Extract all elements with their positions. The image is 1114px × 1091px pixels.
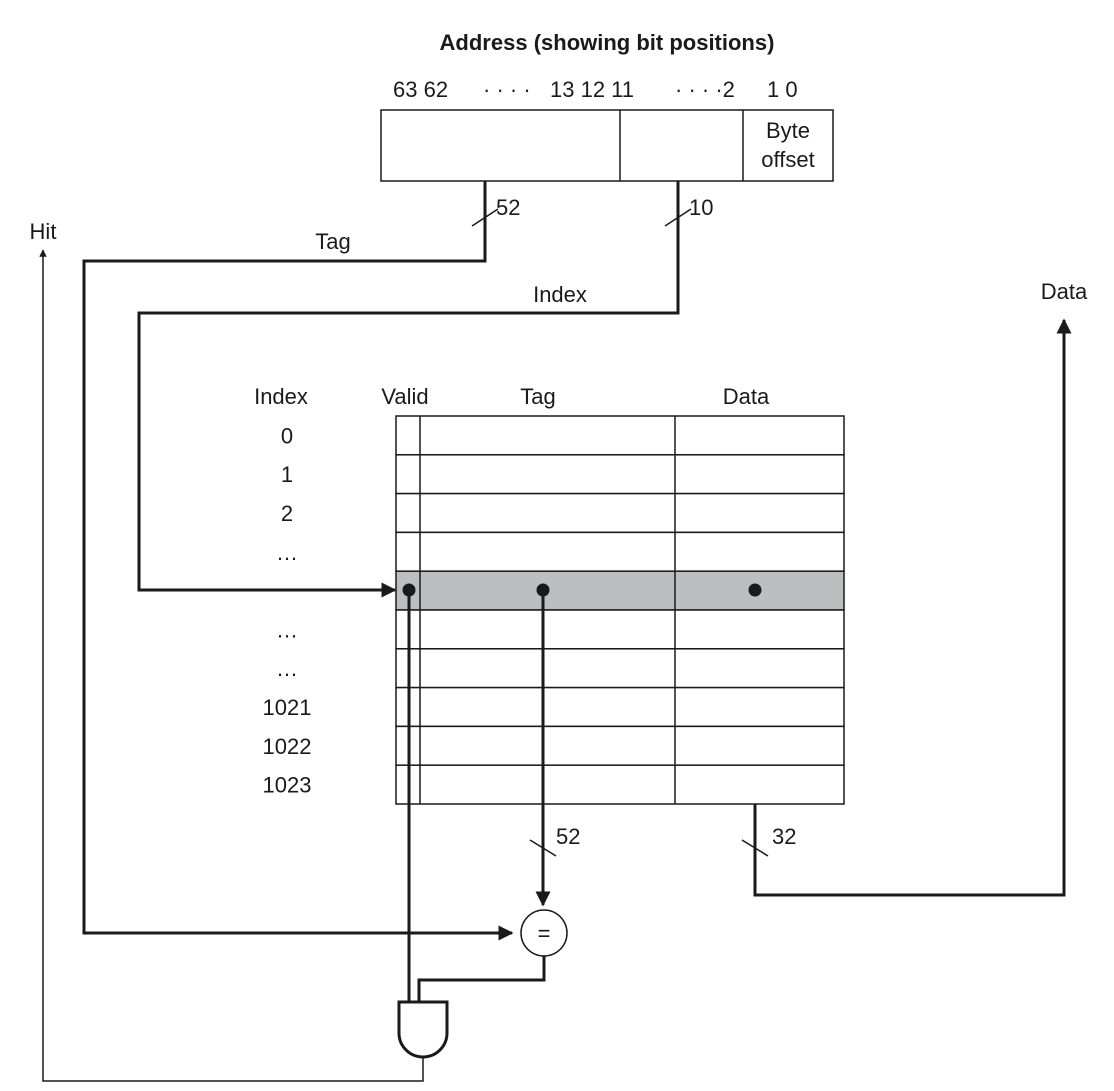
hit-wire bbox=[39, 249, 424, 1082]
data-output-label: Data bbox=[1041, 279, 1088, 304]
cache-row-index-label: 1023 bbox=[263, 773, 312, 798]
cache-row-index-label: … bbox=[276, 540, 298, 565]
cache-row-selected bbox=[395, 570, 845, 611]
index-width-label: 10 bbox=[689, 195, 713, 220]
address-bits-left: 63 62 bbox=[393, 77, 448, 102]
cache-row-index-label: … bbox=[276, 656, 298, 681]
address-register bbox=[380, 109, 834, 182]
data-width-slash bbox=[741, 839, 769, 857]
hit-label: Hit bbox=[30, 219, 57, 244]
tag-width-slash bbox=[471, 208, 499, 227]
index-width-slash bbox=[664, 208, 692, 227]
address-bits-mid: 13 12 11 bbox=[550, 77, 634, 102]
cache-row-index-label: 1022 bbox=[263, 734, 312, 759]
diagram-title: Address (showing bit positions) bbox=[440, 30, 775, 55]
cache-header-index: Index bbox=[254, 384, 308, 409]
cache-row bbox=[395, 492, 845, 534]
cache-row bbox=[395, 648, 845, 689]
cache-row bbox=[395, 609, 845, 650]
cache-row bbox=[395, 531, 845, 572]
tag-width-label: 52 bbox=[496, 195, 520, 220]
comparator-symbol: = bbox=[538, 921, 551, 946]
address-bits-right: 1 0 bbox=[767, 77, 798, 102]
byte-offset-label-2: offset bbox=[761, 147, 814, 172]
tag-signal-label: Tag bbox=[315, 229, 350, 254]
cache-row bbox=[395, 415, 845, 456]
data-width-label: 32 bbox=[772, 824, 796, 849]
cache-row-index-label: 1021 bbox=[263, 695, 312, 720]
stored-tag-width-label: 52 bbox=[556, 824, 580, 849]
cache-header-data: Data bbox=[723, 384, 770, 409]
cache-row bbox=[395, 764, 845, 805]
and-gate bbox=[397, 1000, 449, 1059]
cache-table: 0 1 2 … … … 1021 1022 1023 bbox=[263, 415, 845, 805]
index-wire bbox=[137, 181, 680, 598]
cache-row bbox=[395, 725, 845, 766]
cache-row-index-label: 1 bbox=[281, 462, 293, 487]
cache-row-index-label: … bbox=[276, 617, 298, 642]
cache-row-index-label: 0 bbox=[281, 423, 293, 448]
address-dots-1: · · · · bbox=[483, 77, 531, 102]
cache-header-valid: Valid bbox=[381, 384, 428, 409]
cache-row bbox=[395, 686, 845, 728]
address-dots-2: · · · ·2 bbox=[675, 77, 735, 102]
stored-tag-width-slash bbox=[529, 839, 557, 857]
index-signal-label: Index bbox=[533, 282, 587, 307]
cache-row-index-label: 2 bbox=[281, 501, 293, 526]
data-tap-dot bbox=[748, 583, 762, 597]
cache-header-tag: Tag bbox=[520, 384, 555, 409]
tag-address-wire bbox=[82, 181, 514, 941]
compare-result-wire bbox=[417, 956, 546, 1002]
cache-row bbox=[395, 454, 845, 495]
byte-offset-label-1: Byte bbox=[766, 118, 810, 143]
